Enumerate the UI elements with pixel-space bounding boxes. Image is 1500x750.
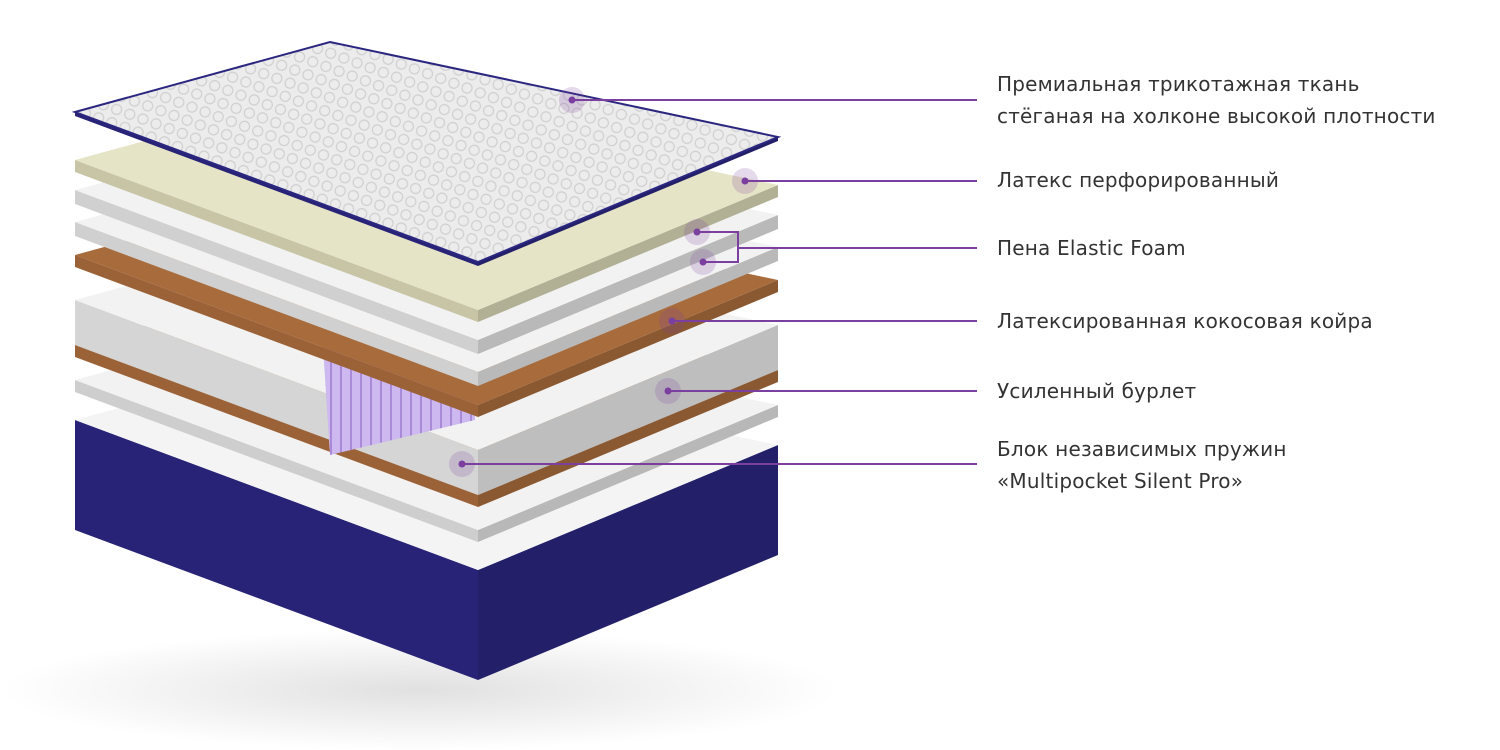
label-springs: Блок независимых пружин «Multipocket Sil…	[997, 433, 1287, 497]
label-elastic-foam-line: Пена Elastic Foam	[997, 236, 1186, 260]
foam-2-front	[75, 222, 478, 386]
base-box-side	[478, 445, 778, 680]
label-fabric-line-1: Премиальная трикотажная ткань	[997, 72, 1360, 96]
latex-front	[75, 160, 478, 322]
floor-shadow	[0, 630, 840, 750]
marker-fabric-dot	[568, 96, 576, 104]
label-springs-line-2: «Multipocket Silent Pro»	[997, 469, 1244, 493]
coir-top-front	[75, 255, 478, 417]
quilted-fabric	[71, 40, 782, 266]
label-burlet: Усиленный бурлет	[997, 375, 1196, 407]
foam-1-front	[75, 190, 478, 354]
marker-latex-dot	[741, 177, 749, 185]
label-coir: Латексированная кокосовая койра	[997, 305, 1373, 337]
foam-bottom-side	[478, 405, 778, 542]
marker-foam-1-dot	[693, 228, 701, 236]
label-burlet-line: Усиленный бурлет	[997, 379, 1197, 403]
latex-side	[478, 185, 778, 322]
label-elastic-foam: Пена Elastic Foam	[997, 232, 1186, 264]
foam-bottom-front	[75, 380, 478, 542]
burlet-side	[478, 325, 778, 495]
label-fabric: Премиальная трикотажная ткань стёганая н…	[997, 68, 1436, 132]
base-box-front	[75, 420, 478, 680]
marker-foam-2-dot	[699, 258, 707, 266]
marker-springs-dot	[458, 460, 466, 468]
label-fabric-line-2: стёганая на холконе высокой плотности	[997, 104, 1436, 128]
burlet-front	[75, 300, 478, 495]
label-latex: Латекс перфорированный	[997, 164, 1279, 196]
foam-2-side	[478, 247, 778, 386]
marker-coir-dot	[668, 317, 676, 325]
marker-burlet-dot	[664, 387, 672, 395]
label-springs-line-1: Блок независимых пружин	[997, 437, 1287, 461]
quilted-fabric-top	[71, 40, 782, 264]
label-latex-line: Латекс перфорированный	[997, 168, 1280, 192]
coir-bottom-front	[75, 345, 478, 507]
coir-bottom-side	[478, 370, 778, 507]
label-coir-line: Латексированная кокосовая койра	[997, 309, 1373, 333]
coir-top-side	[478, 280, 778, 417]
foam-1-side	[478, 215, 778, 354]
